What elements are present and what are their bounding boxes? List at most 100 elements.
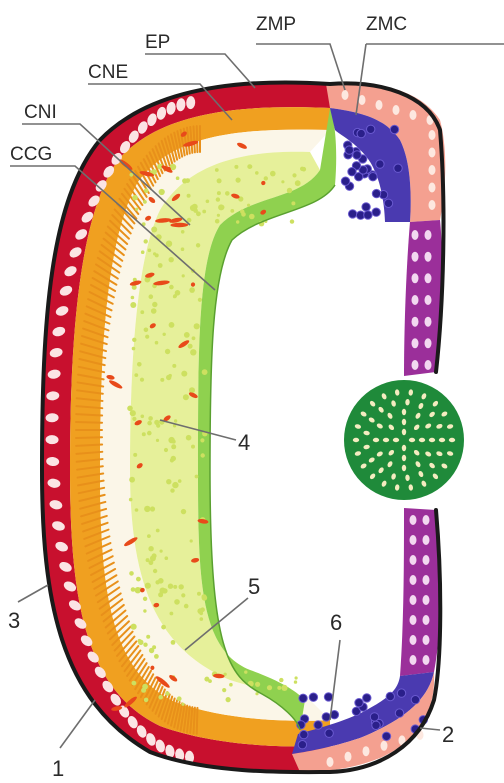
purple-zone-cell (412, 338, 419, 348)
mesophyll-cell (143, 609, 146, 612)
blue-zone-cell (382, 732, 390, 740)
mesophyll-cell (190, 349, 196, 355)
mesophyll-cell (292, 173, 296, 177)
mesophyll-cell (132, 195, 138, 201)
posterior-zone-cell (376, 100, 383, 110)
mesophyll-cell (186, 435, 192, 441)
mesophyll-cell (294, 680, 297, 683)
mesophyll-cell (225, 191, 230, 196)
blue-zone-cell (397, 689, 405, 697)
mesophyll-cell (134, 373, 138, 377)
mesophyll-cell (200, 607, 205, 612)
blue-zone-cell (390, 125, 398, 133)
mesophyll-cell (148, 416, 153, 421)
mesophyll-cell (140, 378, 144, 382)
mesophyll-cell (135, 208, 138, 211)
mesophyll-cell (217, 191, 221, 195)
bundle-cell (353, 438, 359, 442)
blue-zone-cell (370, 713, 378, 721)
posterior-zone-cell (363, 746, 370, 756)
cortex-stripe (76, 445, 102, 446)
purple-zone-cell (423, 555, 430, 565)
purple-zone-cell (410, 635, 417, 645)
mesophyll-cell (144, 239, 148, 243)
blue-zone-cell (325, 729, 333, 737)
mesophyll-cell (196, 243, 200, 247)
cortex-stripe (76, 414, 102, 415)
blue-zone-cell (369, 173, 377, 181)
mesophyll-cell (200, 438, 204, 442)
mesophyll-cell (155, 253, 159, 257)
mesophyll-cell (172, 440, 176, 444)
label-ep: EP (145, 32, 170, 53)
purple-zone-cell (423, 515, 430, 525)
purple-zone-cell (412, 317, 419, 327)
mesophyll-cell (222, 688, 226, 692)
mesophyll-cell (144, 328, 149, 333)
mesophyll-cell (138, 639, 142, 643)
mesophyll-cell (143, 200, 147, 204)
posterior-zone-cell (381, 741, 388, 751)
mesophyll-cell (132, 417, 136, 421)
label-ccg: CCG (10, 144, 52, 165)
mesophyll-cell (174, 599, 180, 605)
bundle-cell (449, 438, 455, 442)
mesophyll-cell (137, 362, 142, 367)
blue-zone-cell (364, 211, 372, 219)
mesophyll-cell (291, 201, 295, 205)
mesophyll-cell (188, 344, 193, 349)
mesophyll-cell (145, 583, 151, 589)
mesophyll-cell (255, 682, 260, 687)
posterior-zone-cell (345, 752, 352, 762)
blue-zone-cell (341, 177, 349, 185)
mesophyll-cell (187, 194, 191, 198)
cortex-stripe (197, 708, 198, 734)
bundle-cell (373, 438, 379, 442)
purple-zone-cell (425, 338, 432, 348)
mesophyll-cell (181, 703, 184, 706)
mesophyll-cell (281, 685, 287, 691)
purple-zone-cell (410, 575, 417, 585)
mesophyll-cell (181, 593, 185, 597)
mesophyll-cell (129, 477, 135, 483)
mesophyll-cell (132, 338, 136, 342)
mesophyll-cell (178, 479, 182, 483)
posterior-zone-cell (429, 200, 436, 210)
blue-zone-cell (372, 721, 380, 729)
posterior-zone-cell (342, 90, 349, 100)
mesophyll-cell (202, 594, 207, 599)
blue-zone-cell (362, 203, 370, 211)
purple-zone-cell (412, 252, 419, 262)
bundle-cell (402, 409, 406, 415)
bundle-cell (402, 419, 406, 425)
purple-zone-cell (423, 615, 430, 625)
cortex-stripe (76, 437, 102, 438)
purple-zone-cell (410, 535, 417, 545)
mesophyll-cell (152, 302, 157, 307)
mesophyll-cell (236, 220, 239, 223)
mesophyll-cell (169, 374, 172, 377)
mesophyll-cell (165, 556, 169, 560)
mesophyll-cell (150, 506, 155, 511)
cortex-stripe (194, 126, 195, 152)
mesophyll-cell (193, 208, 198, 213)
mesophyll-cell (216, 197, 220, 201)
mesophyll-cell (169, 285, 174, 290)
mesophyll-cell (287, 188, 292, 193)
number-2: 2 (442, 722, 454, 747)
mesophyll-cell (159, 189, 165, 195)
vascular-bundle (344, 380, 464, 500)
blue-zone-cell (384, 199, 392, 207)
mesophyll-cell (184, 604, 189, 609)
mesophyll-cell (172, 482, 178, 488)
posterior-zone-cell (327, 757, 334, 767)
mesophyll-cell (249, 214, 255, 220)
purple-zone-cell (425, 317, 432, 327)
mesophyll-cell (131, 296, 135, 300)
blue-zone-cell (345, 146, 353, 154)
purple-zone-cell (410, 595, 417, 605)
mesophyll-cell (184, 332, 190, 338)
mesophyll-cell (215, 219, 220, 224)
number-5: 5 (248, 574, 260, 599)
posterior-zone-cell (429, 183, 436, 193)
